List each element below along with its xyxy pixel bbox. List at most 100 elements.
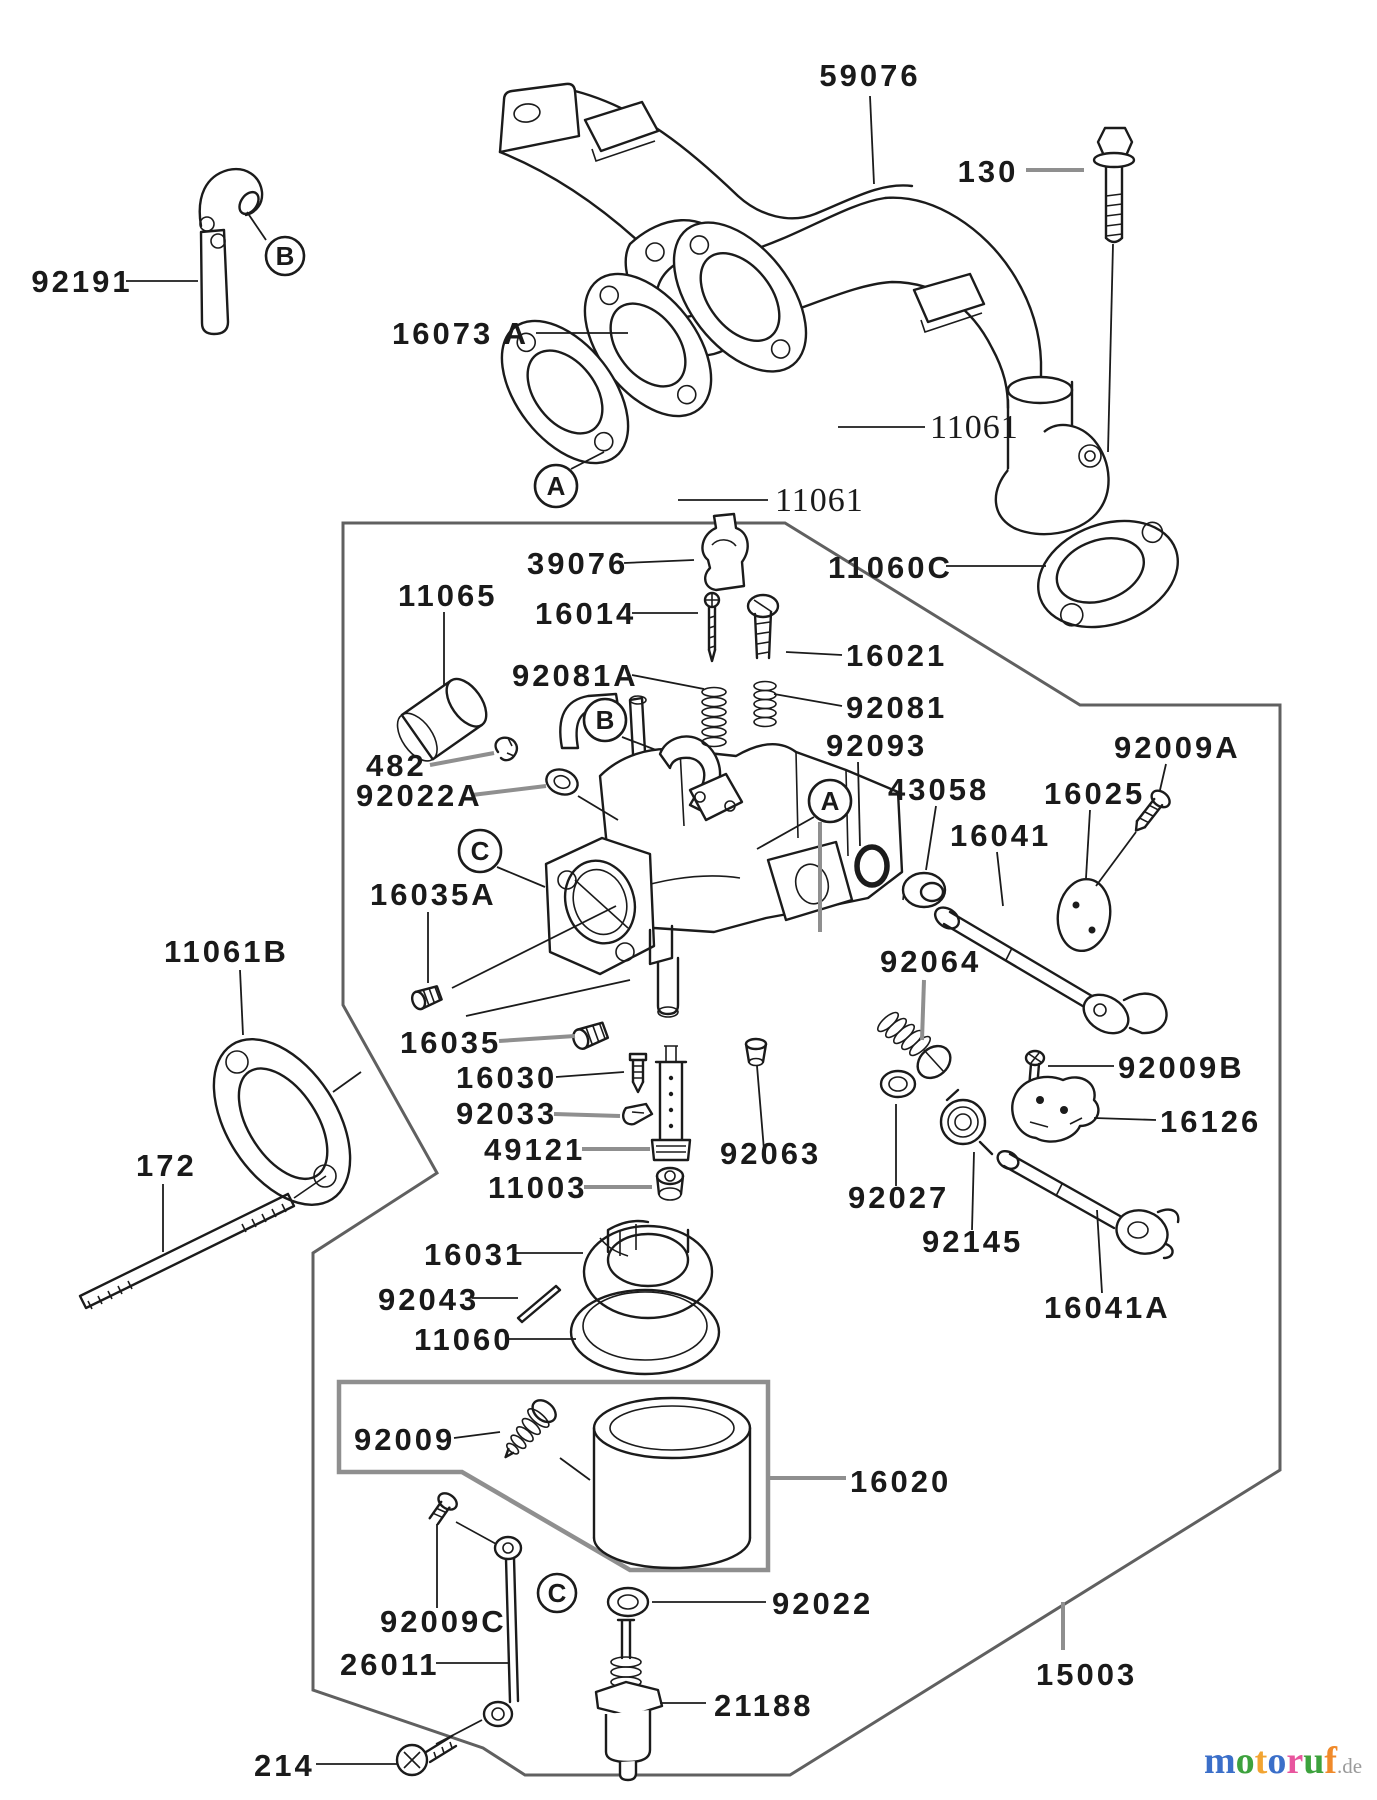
screw-92009-drawing bbox=[504, 1399, 557, 1459]
ref-circle-c-link: C bbox=[536, 1572, 578, 1614]
screw-214-drawing bbox=[395, 1734, 458, 1777]
washer-92027-drawing bbox=[879, 1069, 917, 1099]
screw-92064-drawing bbox=[876, 1011, 952, 1080]
bowl-16020-drawing bbox=[592, 1396, 752, 1570]
part-label-92081a: 92081A bbox=[512, 658, 639, 693]
part-label-11061b: 11061B bbox=[164, 934, 289, 969]
part-label-92033: 92033 bbox=[456, 1096, 557, 1131]
part-label-16073a: 16073 A bbox=[392, 316, 529, 351]
ring-11060-drawing bbox=[569, 1288, 721, 1376]
ref-letter: B bbox=[596, 705, 615, 735]
part-label-16041a: 16041A bbox=[1044, 1290, 1171, 1325]
ref-letter: A bbox=[547, 471, 566, 501]
part-label-92064: 92064 bbox=[880, 944, 981, 979]
assembly-boundary-15003 bbox=[311, 521, 1282, 1777]
stud-172-drawing bbox=[78, 1175, 327, 1310]
seat-11003-drawing bbox=[655, 1166, 685, 1201]
part-label-39076: 39076 bbox=[527, 546, 628, 581]
part-label-16035a: 16035A bbox=[370, 877, 497, 912]
part-label-11060: 11060 bbox=[414, 1322, 514, 1357]
part-label-59076: 59076 bbox=[819, 58, 920, 93]
part-label-11061-lower: 11061 bbox=[775, 482, 864, 519]
part-label-16126: 16126 bbox=[1160, 1104, 1261, 1139]
part-label-16020: 16020 bbox=[850, 1464, 951, 1499]
gasket-11061b-drawing bbox=[212, 1038, 352, 1206]
part-label-15003: 15003 bbox=[1036, 1657, 1137, 1692]
logo-letter: t bbox=[1254, 1740, 1268, 1782]
part-label-92063: 92063 bbox=[720, 1136, 821, 1171]
ref-circle-c-carb: C bbox=[457, 828, 503, 874]
clip-92033-drawing bbox=[622, 1102, 654, 1126]
screw-16021-drawing bbox=[746, 593, 780, 660]
ref-letter: C bbox=[548, 1578, 567, 1608]
nozzle-49121-drawing bbox=[650, 1045, 692, 1162]
part-label-92093: 92093 bbox=[826, 728, 927, 763]
part-label-16031: 16031 bbox=[424, 1237, 525, 1272]
needle-16014-drawing bbox=[703, 591, 721, 663]
part-label-92081: 92081 bbox=[846, 690, 947, 725]
part-label-92009a: 92009A bbox=[1114, 730, 1241, 765]
valve-16030-drawing bbox=[628, 1052, 648, 1094]
ref-circle-b-tube: B bbox=[264, 235, 306, 277]
link-26011-drawing bbox=[455, 1521, 523, 1728]
part-label-16025: 16025 bbox=[1044, 776, 1145, 811]
ref-letter: B bbox=[276, 241, 295, 271]
part-label-92009b: 92009B bbox=[1118, 1050, 1245, 1085]
jet-92063-drawing bbox=[744, 1037, 768, 1067]
logo-letter: f bbox=[1324, 1740, 1337, 1782]
shaft-16041a-drawing bbox=[996, 1149, 1180, 1260]
part-label-16035: 16035 bbox=[400, 1025, 501, 1060]
washer-92022-drawing bbox=[606, 1586, 650, 1618]
part-label-26011: 26011 bbox=[340, 1647, 440, 1682]
part-label-11060c: 11060C bbox=[828, 550, 953, 585]
ref-circle-a-gasket: A bbox=[533, 463, 579, 509]
eclip-482-drawing bbox=[494, 736, 519, 762]
gaskets-16073a-drawing bbox=[500, 221, 808, 465]
motoruf-logo[interactable]: motoruf.de bbox=[1204, 1742, 1362, 1780]
screw-16035-drawing bbox=[572, 1021, 610, 1051]
logo-suffix: .de bbox=[1336, 1754, 1363, 1778]
oring-92093-drawing bbox=[854, 844, 890, 888]
logo-letter: u bbox=[1303, 1740, 1325, 1782]
part-label-92191: 92191 bbox=[31, 264, 132, 299]
part-labels: 59076 130 92191 16073 A 11061 11061 1106… bbox=[31, 58, 1261, 1783]
spring-92145-drawing bbox=[939, 1088, 994, 1156]
part-label-11003: 11003 bbox=[488, 1170, 588, 1205]
screw-92009c-drawing bbox=[428, 1492, 458, 1526]
part-label-92043: 92043 bbox=[378, 1282, 479, 1317]
part-label-43058: 43058 bbox=[888, 772, 989, 807]
bolt-130-drawing bbox=[1092, 126, 1136, 244]
part-label-49121: 49121 bbox=[484, 1132, 585, 1167]
part-label-11065: 11065 bbox=[398, 578, 498, 613]
breather-tube-92191-drawing bbox=[198, 167, 264, 336]
screw-16035a-drawing bbox=[410, 985, 443, 1011]
part-label-92022a: 92022A bbox=[356, 778, 483, 813]
part-label-92022: 92022 bbox=[772, 1586, 873, 1621]
logo-letter: o bbox=[1235, 1740, 1255, 1782]
choke-39076-drawing bbox=[701, 512, 749, 592]
ref-letter: A bbox=[821, 786, 840, 816]
part-label-11061-upper: 11061 bbox=[930, 409, 1019, 446]
part-label-214: 214 bbox=[254, 1748, 315, 1783]
part-label-92027: 92027 bbox=[848, 1180, 949, 1215]
solenoid-21188-drawing bbox=[594, 1618, 664, 1782]
spring-92081-drawing bbox=[753, 680, 777, 728]
part-label-130: 130 bbox=[958, 154, 1019, 189]
part-label-21188: 21188 bbox=[714, 1688, 814, 1723]
plate-16025-drawing bbox=[1056, 877, 1112, 953]
part-label-92145: 92145 bbox=[922, 1224, 1023, 1259]
part-label-16041: 16041 bbox=[950, 818, 1051, 853]
spring-92081a-drawing bbox=[701, 686, 727, 748]
ref-letter: C bbox=[471, 836, 490, 866]
part-label-16030: 16030 bbox=[456, 1060, 557, 1095]
pin-92043-drawing bbox=[516, 1284, 562, 1324]
ref-circle-a-carb: A bbox=[807, 778, 853, 824]
logo-letter: r bbox=[1286, 1740, 1304, 1782]
part-label-92009c: 92009C bbox=[380, 1604, 507, 1639]
inset-box-16020 bbox=[336, 1379, 771, 1573]
part-label-172: 172 bbox=[136, 1148, 197, 1183]
washer-92022a-drawing bbox=[545, 768, 579, 796]
shaft-16041-drawing bbox=[933, 906, 1168, 1035]
